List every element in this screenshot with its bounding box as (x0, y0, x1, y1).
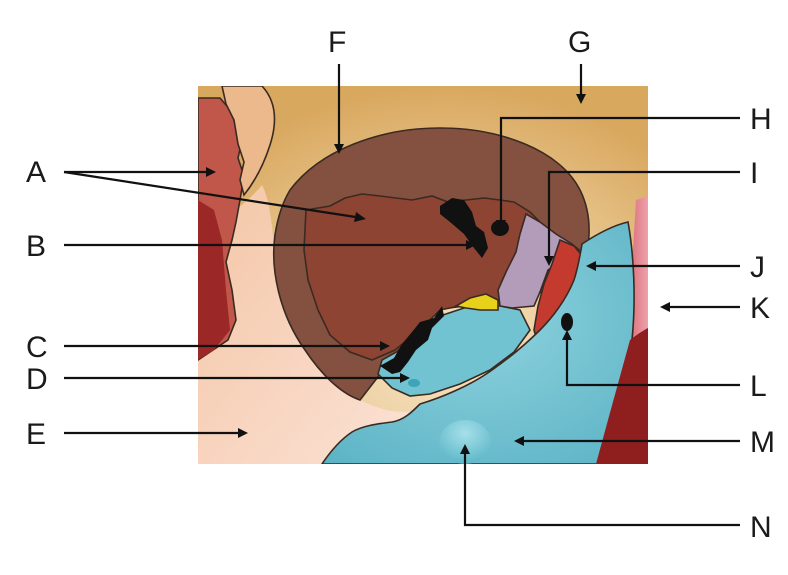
skin-region (198, 185, 420, 464)
arrowhead-b (466, 240, 476, 250)
arrow-i (547, 170, 740, 262)
arrowhead-c (380, 341, 390, 351)
arrowhead-i (544, 256, 554, 266)
label-j: J (750, 251, 765, 284)
arrowhead-f (334, 144, 344, 154)
arrowhead-n (460, 444, 470, 454)
cyan-region (321, 221, 635, 464)
lavender-region (497, 212, 586, 309)
label-h: H (750, 103, 772, 136)
cyan-bump-n (439, 420, 491, 464)
arrowhead-k (660, 302, 670, 312)
arrowhead-g (576, 94, 586, 104)
label-l: L (750, 370, 767, 403)
label-n: N (750, 511, 772, 544)
dark-red-lower-right (596, 328, 648, 464)
arrowhead-a-lower (354, 212, 366, 222)
leader-lines (63, 64, 740, 527)
black-dot-l (561, 313, 573, 331)
arrowhead-j (586, 261, 596, 271)
label-d: D (26, 363, 48, 396)
letter-labels: A B C D E F G H I J K L M N (26, 26, 775, 544)
label-c: C (26, 331, 48, 364)
arrowhead-h (496, 220, 506, 230)
black-structure-upper (440, 198, 488, 258)
arrow-a-lower (63, 170, 363, 220)
arrowhead-l (562, 330, 572, 340)
black-structure-lower (380, 306, 444, 374)
yellow-spot (453, 293, 499, 311)
label-i: I (750, 157, 758, 190)
label-f: F (328, 26, 346, 59)
label-a: A (26, 156, 46, 189)
arrowhead-a-upper (206, 167, 216, 177)
label-e: E (26, 418, 46, 451)
arrow-l (565, 334, 740, 387)
label-k: K (750, 292, 770, 325)
top-left-skin-patch (221, 86, 276, 197)
label-g: G (568, 26, 591, 59)
arrowhead-d (400, 373, 410, 383)
arrow-n (463, 448, 740, 527)
arrow-h (499, 116, 740, 226)
cyan-dot-d (408, 379, 420, 387)
arrowhead-e (238, 428, 248, 438)
left-dark-red-band (198, 200, 230, 360)
label-m: M (750, 426, 775, 459)
illustration (198, 86, 648, 464)
arrowhead-m (514, 436, 524, 446)
label-b: B (26, 230, 46, 263)
